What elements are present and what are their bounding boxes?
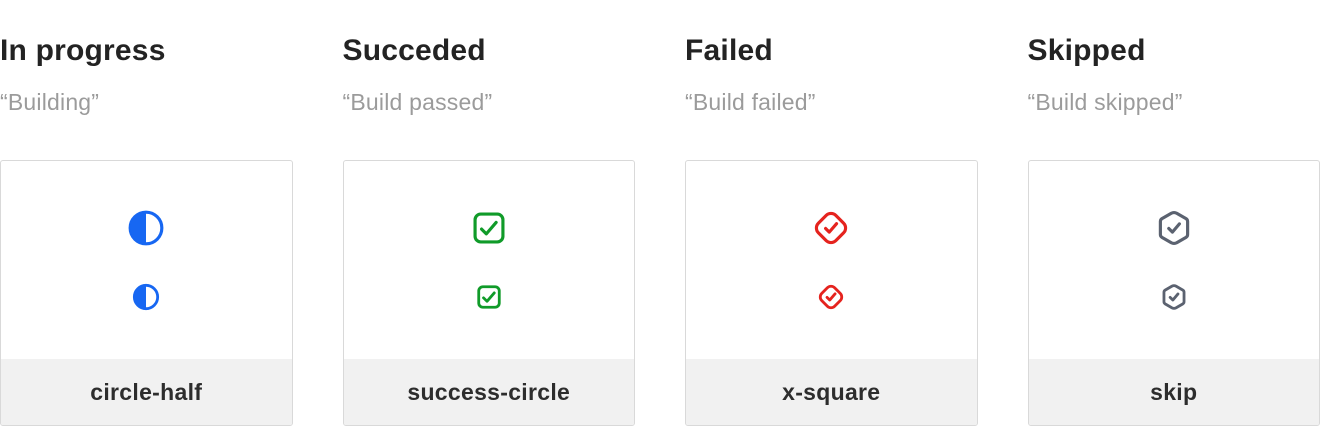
icon-card-footer: skip [1028,359,1319,426]
check-hexagon-icon [1162,284,1186,311]
status-quote: “Build failed” [685,89,816,115]
status-quote: “Building” [0,89,100,115]
check-square-icon [477,285,501,309]
check-square-icon [473,212,505,244]
icon-card: circle-half [0,160,293,427]
column-in-progress: In progress “Building” circle-half [0,0,293,427]
icon-card: success-circle [342,160,635,427]
circle-half-icon [128,210,164,246]
icon-card-footer: x-square [686,359,977,426]
circle-half-icon [133,284,160,311]
status-quote: “Build passed” [342,89,493,115]
check-hexagon-icon [1158,211,1189,246]
icon-preview-area [686,161,977,359]
icon-name-label: circle-half [90,378,203,405]
check-diamond-icon [815,212,848,245]
icon-name-label: skip [1150,378,1198,405]
column-failed: Failed “Build failed” x-square [685,0,978,427]
icon-preview-area [344,161,635,359]
check-diamond-icon [819,285,844,310]
icon-name-label: x-square [782,378,881,405]
column-succeeded: Succeded “Build passed” success-circle [342,0,635,427]
icon-card-footer: circle-half [1,359,292,426]
status-title: In progress [0,34,166,67]
status-title: Failed [685,34,773,67]
column-skipped: Skipped “Build skipped” skip [1027,0,1320,427]
icon-preview-area [1029,161,1320,359]
icon-name-label: success-circle [407,378,571,405]
status-title: Skipped [1027,34,1146,67]
icon-card: x-square [685,160,978,427]
status-quote: “Build skipped” [1027,89,1183,115]
icon-preview-area [1,161,292,359]
icon-card-footer: success-circle [343,359,634,426]
status-title: Succeded [342,34,486,67]
icon-card: skip [1027,160,1320,427]
build-status-icon-gallery: In progress “Building” circle-half Succe… [0,0,1320,427]
